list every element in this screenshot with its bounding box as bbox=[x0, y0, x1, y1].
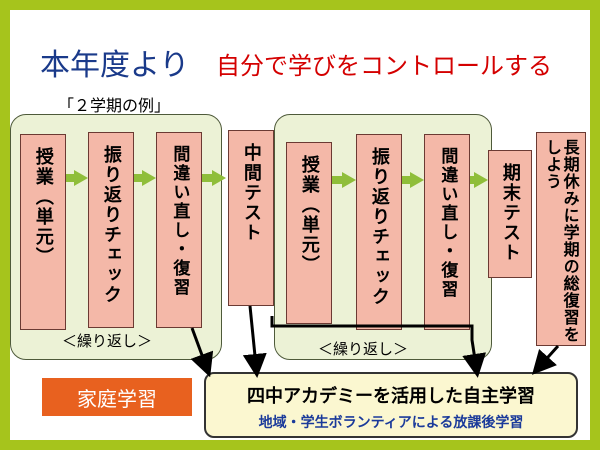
flow-arrow-3 bbox=[212, 170, 226, 186]
flow-arrow-4 bbox=[342, 172, 356, 188]
flow-arrow-stem-6 bbox=[470, 176, 476, 184]
step-lesson-1: 授業（単元） bbox=[20, 134, 66, 330]
step-lesson-2: 授業（単元） bbox=[286, 142, 332, 324]
flow-arrow-stem-3 bbox=[202, 174, 214, 182]
step-midterm-test: 中間テスト bbox=[228, 130, 274, 306]
example-label: 「２学期の例」 bbox=[58, 96, 171, 115]
step-midterm-test-label: 中間テスト bbox=[240, 143, 262, 243]
title-sub: 自分で学びをコントロールする bbox=[216, 52, 552, 80]
flow-arrow-stem-5 bbox=[402, 176, 412, 184]
step-review-check-2: 振り返りチェック bbox=[356, 134, 402, 330]
flow-arrow-6 bbox=[474, 172, 488, 188]
repeat-label-1: ＜繰り返し＞ bbox=[62, 332, 153, 350]
academy-sub-text: 地域・学生ボランティアによる放課後学習 bbox=[258, 415, 524, 431]
step-long-break-review: 長期休みに学期の総復習をしよう bbox=[536, 132, 586, 346]
flow-arrow-stem-2 bbox=[134, 174, 144, 182]
step-review-check-1: 振り返りチェック bbox=[88, 132, 134, 328]
step-correction-1-label: 間違い直し・復習 bbox=[169, 145, 190, 297]
step-final-test: 期末テスト bbox=[488, 150, 532, 278]
flow-arrow-stem-4 bbox=[332, 176, 344, 184]
step-review-check-2-label: 振り返りチェック bbox=[368, 147, 390, 307]
step-correction-1: 間違い直し・復習 bbox=[156, 132, 202, 328]
home-study-label: 家庭学習 bbox=[42, 378, 192, 416]
flow-arrow-5 bbox=[410, 172, 424, 188]
flow-arrow-2 bbox=[142, 170, 156, 186]
step-correction-2-label: 間違い直し・復習 bbox=[437, 147, 458, 299]
arrow-to-academy-4 bbox=[531, 344, 560, 375]
flow-arrow-1 bbox=[74, 170, 88, 186]
academy-main-text: 四中アカデミーを活用した自主学習 bbox=[247, 386, 535, 407]
step-lesson-2-label: 授業（単元） bbox=[298, 155, 320, 275]
repeat-label-2: ＜繰り返し＞ bbox=[318, 340, 409, 358]
title-main: 本年度より bbox=[40, 48, 190, 83]
flow-arrow-stem-1 bbox=[66, 174, 76, 182]
step-lesson-1-label: 授業（単元） bbox=[32, 147, 54, 267]
academy-box: 四中アカデミーを活用した自主学習 地域・学生ボランティアによる放課後学習 bbox=[204, 372, 578, 438]
step-correction-2: 間違い直し・復習 bbox=[424, 134, 470, 330]
arrow-to-academy-2 bbox=[242, 305, 267, 378]
step-long-break-review-label: 長期休みに学期の総復習をしよう bbox=[543, 139, 580, 343]
step-review-check-1-label: 振り返りチェック bbox=[100, 145, 122, 305]
step-final-test-label: 期末テスト bbox=[499, 163, 521, 263]
